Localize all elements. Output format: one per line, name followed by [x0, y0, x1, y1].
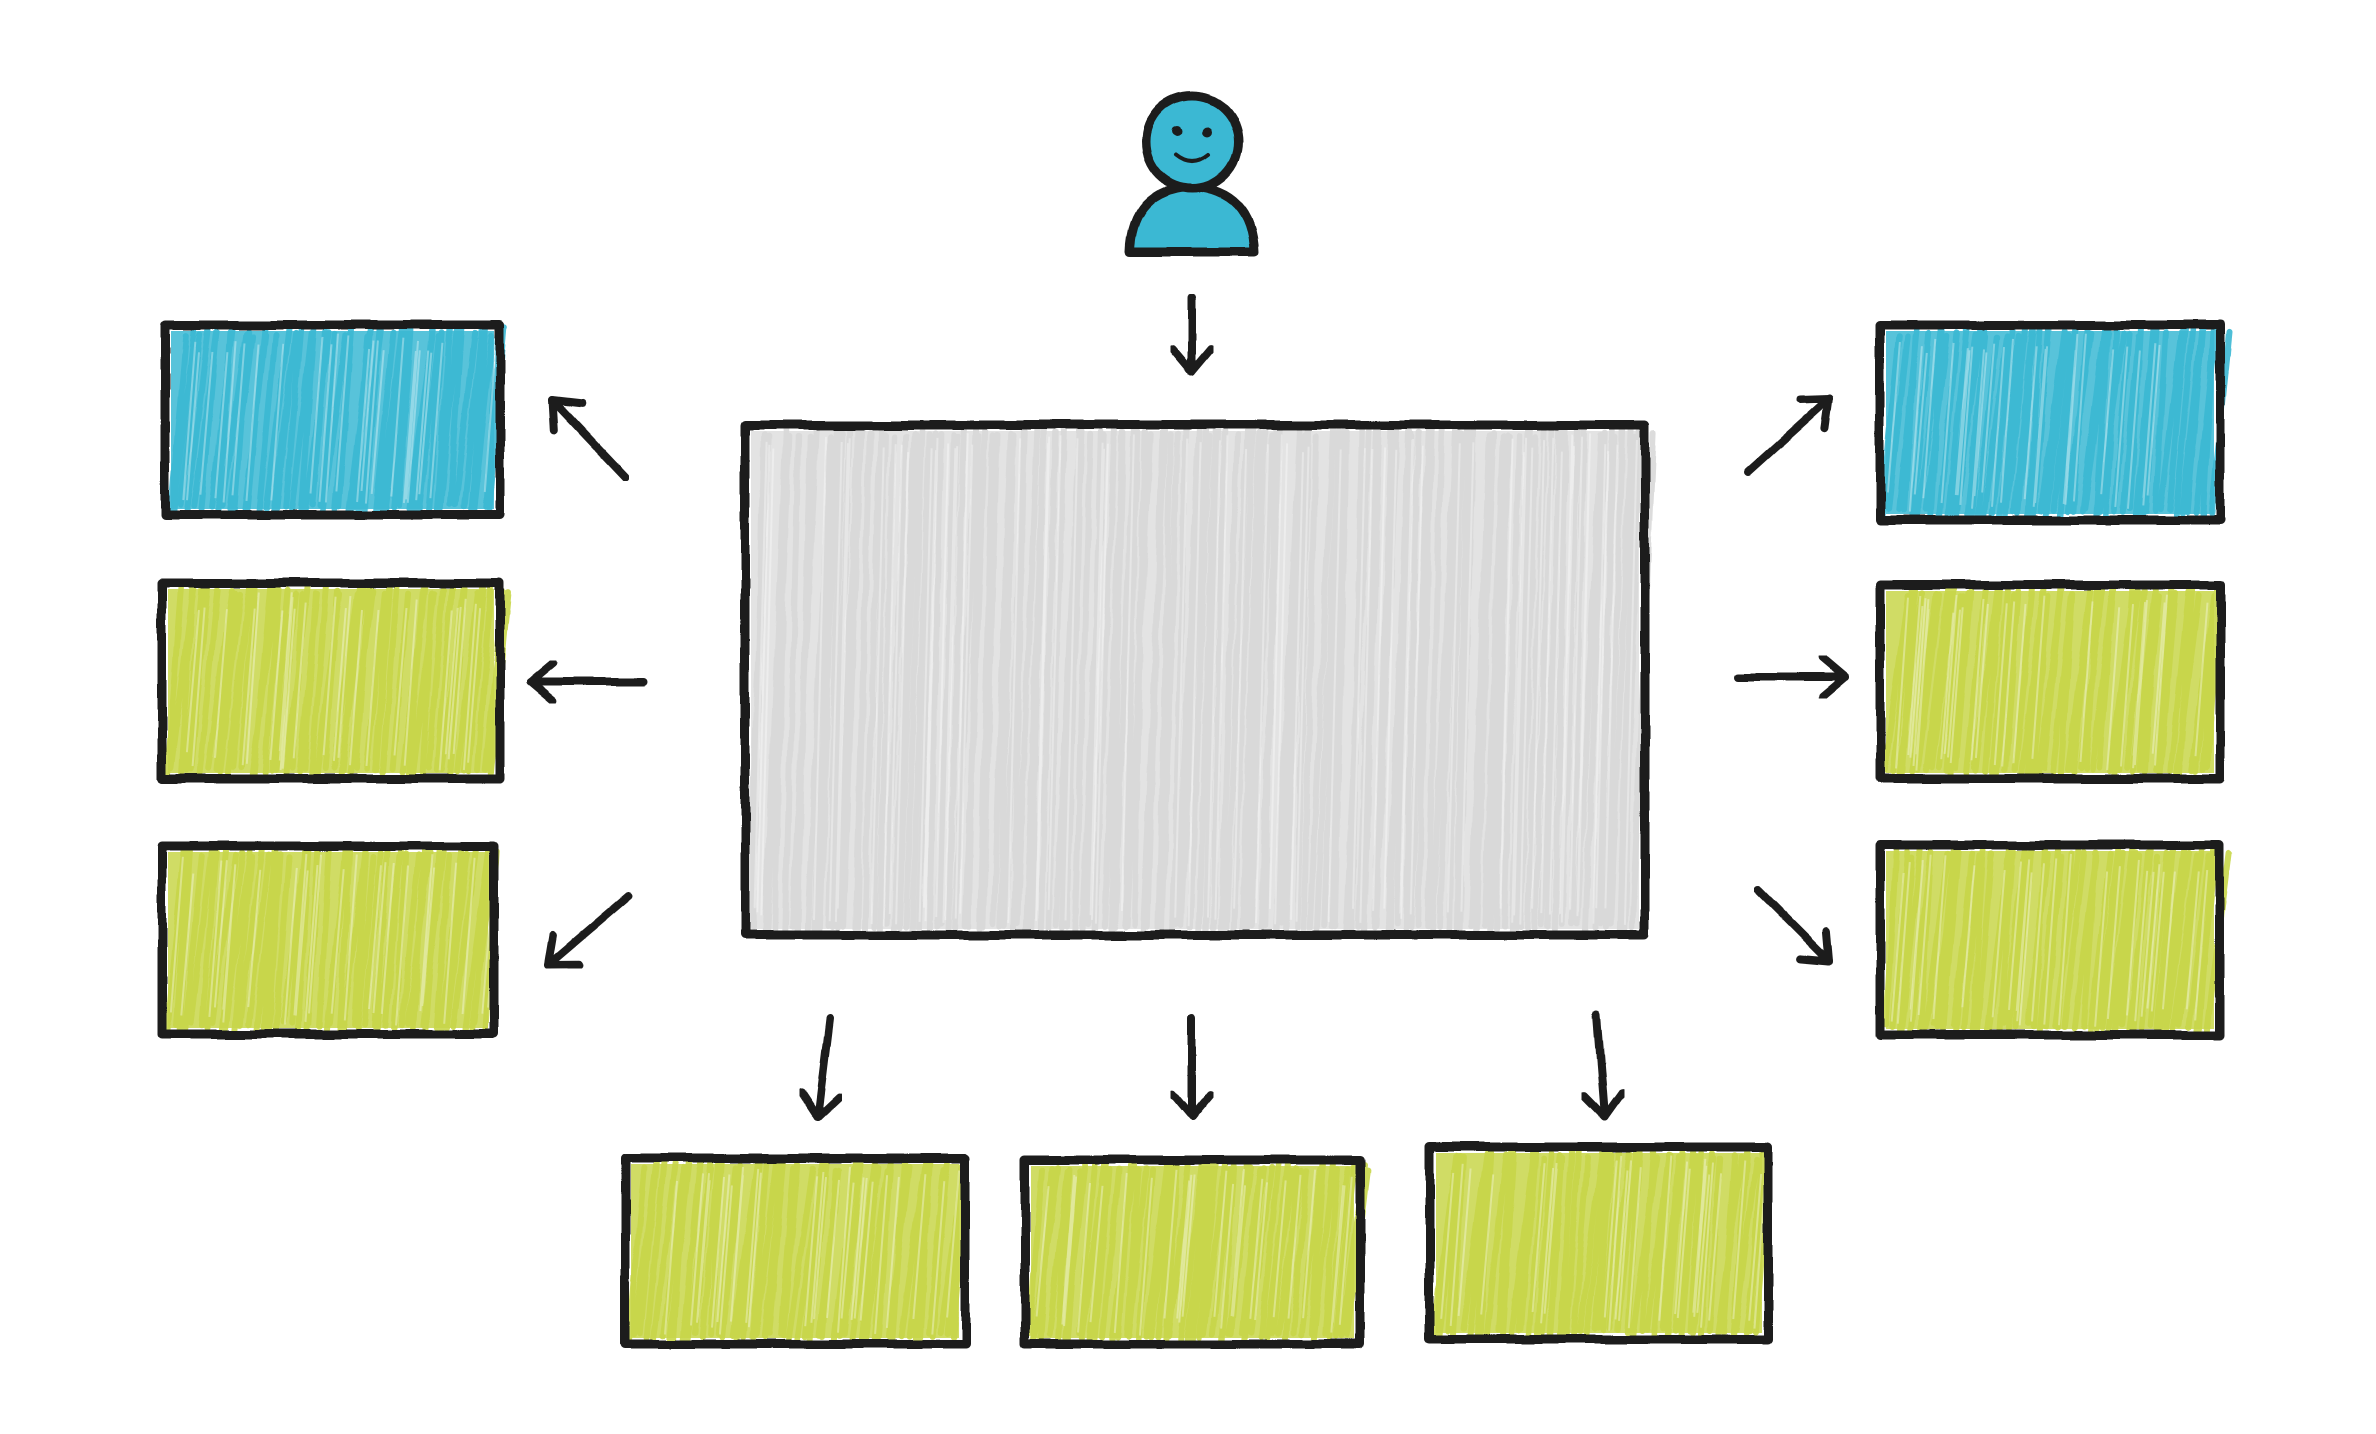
- arrows-layer: [526, 294, 1849, 1121]
- person-head: [1141, 91, 1243, 193]
- arrow-shaft: [814, 1014, 834, 1121]
- arrow-head: [1818, 653, 1849, 701]
- box-bottom-left: [626, 1157, 970, 1345]
- box-right-top: [1878, 324, 2232, 521]
- box-hatch-bottom-right: [1430, 1146, 1772, 1340]
- arrow-head: [544, 931, 582, 969]
- arrow-center-to-left-middle: [526, 658, 649, 706]
- box-outline-left-top: [160, 320, 505, 520]
- box-outline-left-bottom: [157, 841, 499, 1039]
- box-highlight-right-bottom: [1890, 853, 2209, 1027]
- arrow-shaft: [1593, 1011, 1609, 1121]
- box-highlight-left-top: [182, 333, 498, 504]
- box-hatch-bottom-left: [626, 1157, 970, 1345]
- box-hatch-right-middle: [1881, 584, 2223, 780]
- arrow-shaft: [1754, 886, 1834, 966]
- arrow-center-to-right-bottom: [1754, 886, 1834, 966]
- box-outline-left-middle: [157, 578, 505, 784]
- box-hatch-right-bottom: [1883, 844, 2233, 1036]
- arrow-shaft: [544, 891, 634, 969]
- box-hatch-left-top: [168, 324, 508, 516]
- box-outline-bottom-center: [1020, 1155, 1365, 1349]
- box-right-bottom: [1883, 844, 2233, 1036]
- box-outline-center: [740, 420, 1650, 940]
- outlines-layer: [157, 320, 2225, 1349]
- box-hatch-center: [743, 424, 1657, 936]
- person-eye-left: [1172, 127, 1182, 137]
- arrow-center-to-bottom-left: [797, 1014, 844, 1121]
- person-smile: [1174, 153, 1210, 164]
- box-hatch-bottom-center: [1026, 1159, 1371, 1345]
- person-eye-right: [1202, 127, 1212, 137]
- arrow-shaft: [548, 396, 629, 481]
- box-highlight-left-middle: [185, 592, 482, 771]
- box-highlight-right-middle: [1895, 594, 2209, 771]
- arrow-center-to-left-top: [548, 396, 629, 481]
- arrow-head: [1796, 928, 1834, 966]
- box-outline-right-bottom: [1875, 840, 2225, 1040]
- box-left-middle: [164, 582, 512, 780]
- arrow-center-to-left-bottom: [544, 891, 634, 969]
- box-bottom-center: [1026, 1159, 1371, 1345]
- arrow-person-to-center: [1168, 294, 1216, 376]
- arrow-center-to-bottom-right: [1579, 1011, 1627, 1121]
- box-hatch-right-top: [1878, 324, 2232, 521]
- person-layer: [1125, 91, 1259, 257]
- box-hatch-left-middle: [164, 582, 512, 780]
- arrow-head: [1796, 394, 1834, 432]
- box-hatch-left-bottom: [164, 845, 500, 1035]
- arrow-head: [548, 396, 586, 434]
- box-right-middle: [1881, 584, 2223, 780]
- fills-layer: [164, 324, 2233, 1345]
- box-outline-right-top: [1875, 320, 2225, 525]
- arrow-center-to-right-middle: [1733, 653, 1849, 701]
- arrow-shaft: [1744, 394, 1834, 476]
- box-highlight-bottom-center: [1035, 1168, 1353, 1336]
- box-highlight-bottom-left: [664, 1166, 961, 1335]
- arrow-center-to-right-top: [1744, 394, 1834, 476]
- box-highlight-bottom-right: [1440, 1155, 1768, 1331]
- arrow-head: [526, 658, 557, 706]
- arrow-head: [1168, 1090, 1216, 1121]
- box-center: [743, 424, 1657, 936]
- box-left-top: [168, 324, 508, 516]
- person-icon: [1125, 91, 1259, 257]
- box-bottom-right: [1430, 1146, 1772, 1340]
- box-highlight-center: [753, 433, 1638, 927]
- box-highlight-right-top: [1886, 333, 2161, 512]
- box-left-bottom: [164, 845, 501, 1035]
- box-highlight-left-bottom: [169, 853, 501, 1026]
- arrow-head: [797, 1087, 844, 1121]
- box-outline-right-middle: [1875, 580, 2225, 784]
- box-outline-bottom-right: [1425, 1142, 1773, 1344]
- arrow-head: [1168, 345, 1216, 376]
- person-body: [1125, 181, 1259, 257]
- arrow-head: [1579, 1088, 1627, 1121]
- arrow-center-to-bottom-center: [1168, 1014, 1216, 1121]
- box-outline-bottom-left: [620, 1153, 970, 1349]
